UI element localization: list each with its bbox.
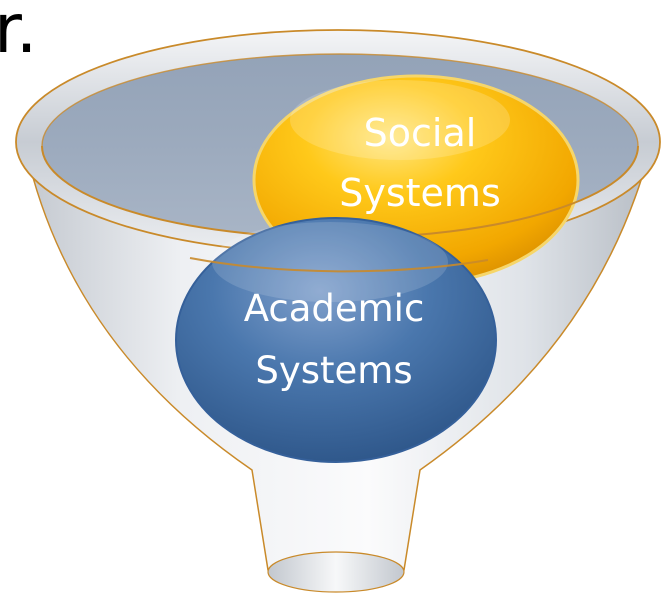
funnel-spout — [267, 551, 405, 593]
academic-systems-label-line2: Systems — [255, 349, 412, 392]
social-systems-label-line1: Social — [364, 111, 477, 155]
academic-systems-circle: Academic Systems — [175, 217, 497, 463]
academic-systems-label-line1: Academic — [244, 287, 425, 330]
social-systems-label-line2: Systems — [339, 171, 501, 215]
title-fragment: r. — [0, 0, 37, 69]
funnel-rim-overlap — [189, 257, 489, 273]
